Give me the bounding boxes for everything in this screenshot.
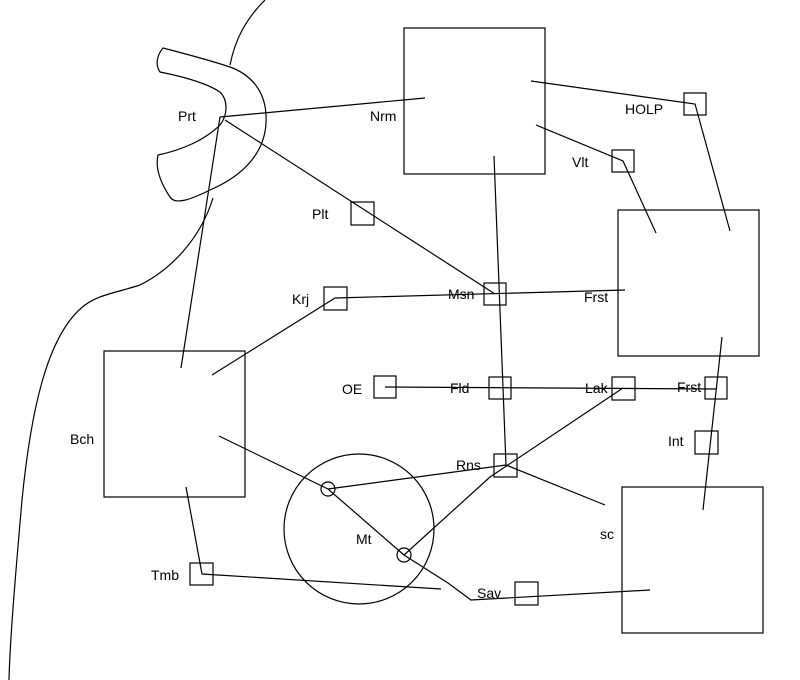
- nrm-label: Nrm: [370, 108, 396, 124]
- sav-node[interactable]: Sav: [477, 581, 539, 606]
- frst-box[interactable]: Frst: [584, 209, 760, 357]
- plt-label: Plt: [312, 206, 328, 222]
- holp-label: HOLP: [625, 101, 663, 117]
- int-node[interactable]: Int: [668, 430, 719, 455]
- frst-box-label: Frst: [584, 289, 608, 305]
- krj-node[interactable]: Krj: [292, 286, 348, 311]
- edge-nrm-vlt: [535, 124, 657, 234]
- frst-node-label: Frst: [677, 379, 701, 395]
- tmb-label: Tmb: [151, 567, 179, 583]
- sc-box[interactable]: sc: [600, 486, 764, 634]
- mt-label: Mt: [356, 531, 372, 547]
- int-label: Int: [668, 433, 684, 449]
- mt-circle[interactable]: Mt: [283, 453, 435, 605]
- edge-bch-sav: [218, 435, 651, 601]
- bch-label: Bch: [70, 431, 94, 447]
- plt-node[interactable]: Plt: [312, 201, 375, 226]
- sav-label: Sav: [477, 585, 501, 601]
- nrm-box[interactable]: Nrm: [370, 27, 546, 175]
- vlt-node[interactable]: Vlt: [572, 149, 635, 173]
- oe-label: OE: [342, 381, 362, 397]
- body-outline: [8, 197, 214, 680]
- vlt-label: Vlt: [572, 154, 588, 170]
- mt-port-upper: [320, 481, 336, 497]
- bch-box[interactable]: Bch: [70, 350, 246, 498]
- ear-shape: [156, 47, 267, 202]
- prt-label: Prt: [178, 108, 196, 124]
- edge-prt-nrm: [219, 97, 426, 118]
- mt-port-lower: [396, 547, 412, 563]
- frst-node[interactable]: Frst: [677, 376, 728, 400]
- head-outline: [229, 0, 266, 66]
- edge-lak-mt: [403, 387, 624, 556]
- edge-nrm-rns: [493, 155, 507, 466]
- tmb-node[interactable]: Tmb: [151, 562, 214, 586]
- connections: [180, 80, 731, 601]
- krj-label: Krj: [292, 291, 309, 307]
- edge-frst-sc: [702, 336, 723, 511]
- sc-label: sc: [600, 526, 614, 542]
- edge-prt-bch: [180, 116, 221, 369]
- edge-bch-tmb: [185, 486, 442, 590]
- holp-node[interactable]: HOLP: [625, 92, 707, 117]
- edge-mt-rns: [327, 464, 606, 506]
- edge-krj-frst: [211, 289, 626, 376]
- edge-oe-frst: [384, 386, 717, 390]
- edge-prt-msn: [224, 119, 496, 295]
- edge-nrm-holp: [530, 80, 731, 232]
